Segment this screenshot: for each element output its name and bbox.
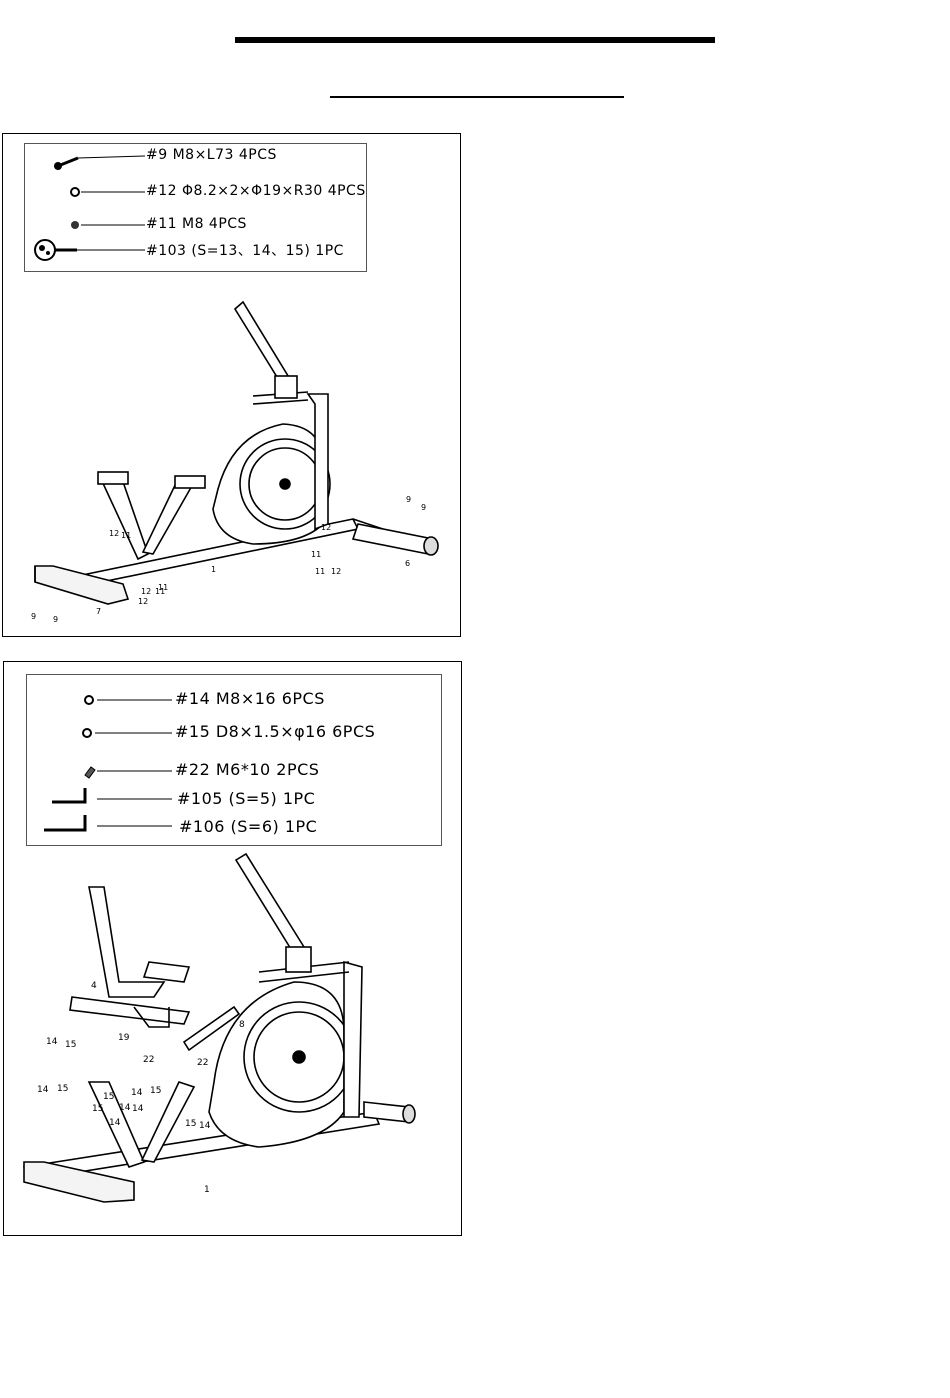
callout-9: 9 <box>421 503 426 512</box>
callout-14: 14 <box>37 1085 49 1095</box>
callout-15: 15 <box>65 1040 76 1050</box>
callout-12: 12 <box>331 567 341 576</box>
callout-12: 12 <box>138 597 148 606</box>
callout-8: 8 <box>239 1020 245 1030</box>
callout-14: 14 <box>131 1088 143 1098</box>
callout-14: 14 <box>109 1118 121 1128</box>
callout-12: 12 <box>141 587 151 596</box>
callout-14: 14 <box>119 1103 131 1113</box>
callout-15: 15 <box>103 1092 114 1102</box>
callout-14: 14 <box>199 1121 211 1131</box>
callout-1: 1 <box>204 1185 210 1195</box>
assembly-step-1-panel: #9 M8×L73 4PCS #12 Φ8.2×2×Φ19×R30 4PCS #… <box>2 133 461 637</box>
callout-11: 11 <box>311 550 321 559</box>
callout-7: 7 <box>96 607 101 616</box>
subheader-rule <box>330 96 624 98</box>
callout-11: 11 <box>158 583 168 592</box>
assembly-step-2-panel: #14 M8×16 6PCS #15 D8×1.5×φ16 6PCS #22 M… <box>3 661 462 1236</box>
exploded-view-step-2: 4 19 22 22 8 14 15 14 15 15 14 14 15 14 … <box>4 662 461 1235</box>
callout-4: 4 <box>91 981 97 991</box>
rear-stabilizer <box>353 524 438 555</box>
callout-9: 9 <box>406 495 411 504</box>
callout-11: 11 <box>315 567 325 576</box>
header-rule <box>235 37 715 43</box>
callout-22: 22 <box>143 1055 154 1065</box>
callout-15: 15 <box>185 1119 196 1129</box>
callout-11: 11 <box>121 531 131 540</box>
handlebar-stem <box>235 302 297 398</box>
callout-19: 19 <box>118 1033 130 1043</box>
callout-6: 6 <box>405 559 410 568</box>
flywheel-housing <box>213 424 330 544</box>
callout-14: 14 <box>46 1037 58 1047</box>
seat-slider-bracket <box>70 997 189 1027</box>
exploded-view-step-1: 12 11 12 11 9 9 7 12 11 1 11 12 11 12 6 … <box>3 134 460 636</box>
callout-9: 9 <box>53 615 58 624</box>
flywheel-housing <box>209 982 354 1147</box>
callout-12: 12 <box>109 529 119 538</box>
callout-1: 1 <box>211 565 216 574</box>
callout-15: 15 <box>150 1086 161 1096</box>
callout-15: 15 <box>57 1084 68 1094</box>
callout-12: 12 <box>321 523 331 532</box>
callout-15: 15 <box>92 1104 103 1114</box>
seat-support <box>98 472 205 559</box>
handlebar-stem <box>236 854 311 972</box>
callout-9: 9 <box>31 612 36 621</box>
backrest-frame <box>89 887 189 997</box>
callout-14: 14 <box>132 1104 144 1114</box>
callout-22: 22 <box>197 1058 208 1068</box>
